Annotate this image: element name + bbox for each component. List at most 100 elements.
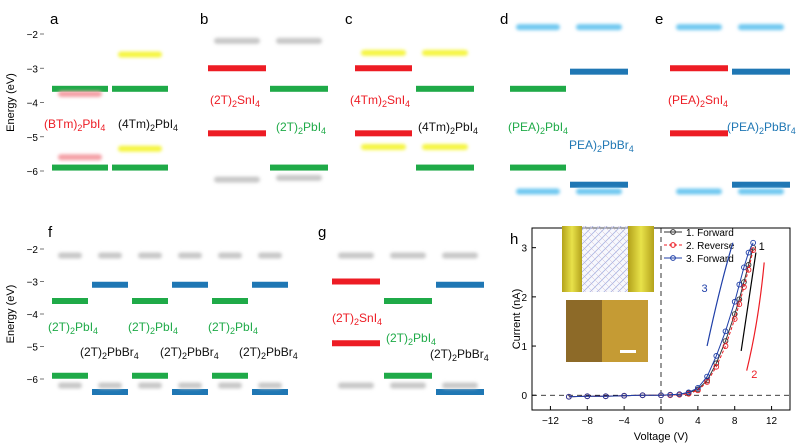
y-tick-label: −5: [27, 133, 39, 144]
y-tick-label: −3: [27, 64, 39, 75]
y-tick-label: 2: [521, 293, 527, 304]
material-label: (BTm)2PbI4: [44, 117, 105, 133]
label-part: (PEA): [668, 93, 700, 107]
label-part: (2T): [239, 345, 261, 359]
band-edge-level: [92, 389, 128, 395]
orbital-level: [258, 252, 282, 259]
orbital-level: [214, 176, 260, 183]
label-part: (2T): [80, 345, 102, 359]
label-part: (2T): [48, 320, 70, 334]
orbital-level: [361, 49, 406, 56]
material-label: (4Tm)2PbI4: [418, 120, 478, 136]
x-tick-label: −4: [618, 416, 630, 427]
x-tick-label: −8: [582, 416, 594, 427]
band-edge-level: [570, 68, 628, 75]
orbital-level: [58, 382, 82, 389]
panel-c: c(4Tm)2SnI4(4Tm)2PbI4: [345, 11, 478, 171]
data-point: [750, 247, 756, 253]
band-edge-level: [252, 389, 288, 395]
data-point: [658, 392, 664, 399]
material-label: (PEA)2PbBr4: [727, 120, 796, 136]
orbital-level: [390, 252, 426, 259]
legend-label: 2. Reverse: [686, 241, 735, 252]
orbital-level: [738, 24, 784, 31]
material-label: (2T)2PbBr4: [80, 345, 139, 361]
panel-label: f: [48, 224, 53, 241]
data-point: [695, 385, 701, 391]
orbital-level: [58, 154, 102, 161]
orbital-level: [98, 382, 122, 389]
orbital-level: [516, 188, 560, 195]
subscript: 2: [77, 123, 82, 133]
subscript: 4: [431, 337, 436, 347]
subscript: 2: [230, 326, 235, 336]
legend-label: 3. Forward: [686, 254, 734, 265]
subscript: 2: [354, 317, 359, 327]
label-part: PbI: [235, 320, 253, 334]
data-point: [676, 391, 683, 398]
subscript: 4: [484, 353, 489, 363]
data-point: [731, 298, 738, 305]
subscript: 4: [629, 144, 634, 154]
legend-label: 1. Forward: [686, 228, 734, 239]
data-point: [745, 249, 752, 256]
micrograph-dark-region: [566, 300, 602, 362]
label-part: (4Tm): [418, 120, 450, 134]
orbital-level: [276, 174, 322, 181]
data-point: [602, 393, 609, 400]
orbital-level: [276, 37, 322, 44]
panel-b: b(2T)2SnI4(2T)2PbI4: [200, 11, 328, 183]
label-part: (4Tm): [118, 117, 150, 131]
band-edge-level: [52, 85, 108, 92]
y-axis-label: Current (nA): [511, 289, 523, 350]
label-part: (4Tm): [350, 93, 382, 107]
label-part: PbBr: [187, 345, 214, 359]
y-tick-label: −2: [27, 245, 39, 256]
orbital-level: [138, 382, 162, 389]
label-part: SnI: [359, 311, 377, 325]
data-point: [713, 363, 720, 370]
subscript: 2: [452, 353, 457, 363]
data-point: [639, 392, 646, 399]
band-edge-level: [270, 85, 328, 92]
band-edge-level: [355, 65, 412, 72]
panel-g: g(2T)2SnI4(2T)2PbI4(2T)2PbBr4: [318, 224, 489, 395]
data-point: [745, 266, 752, 273]
orbital-level: [338, 252, 374, 259]
band-edge-level: [732, 68, 790, 75]
data-point: [722, 343, 729, 349]
panel-label: h: [510, 231, 518, 248]
y-tick-label: 3: [521, 244, 527, 255]
label-part: PbI: [413, 331, 431, 345]
data-point: [731, 316, 738, 322]
subscript: 4: [791, 126, 796, 136]
subscript: 4: [100, 123, 105, 133]
data-point: [713, 353, 720, 359]
orbital-level: [214, 37, 260, 44]
arrow-2: [746, 262, 765, 371]
material-label: (2T)2PbI4: [276, 120, 326, 136]
y-tick-label: 0: [521, 391, 527, 402]
panel-label: b: [200, 11, 208, 28]
legend-marker: [670, 255, 676, 261]
subscript: 2: [597, 144, 602, 154]
subscript: 4: [377, 317, 382, 327]
subscript: 2: [759, 126, 764, 136]
band-edge-level: [52, 164, 108, 171]
x-tick-label: −12: [542, 416, 559, 427]
band-edge-level: [436, 389, 484, 395]
panel-label: d: [500, 11, 508, 28]
band-edge-level: [112, 164, 168, 171]
subscript: 2: [408, 337, 413, 347]
y-tick-label: −6: [27, 375, 39, 386]
subscript: 4: [473, 126, 478, 136]
band-edge-level: [416, 85, 474, 92]
band-edge-level: [332, 340, 380, 347]
x-tick-label: 8: [732, 416, 738, 427]
data-point: [736, 281, 743, 288]
orbital-level: [338, 382, 374, 389]
orbital-level: [118, 51, 162, 58]
subscript: 2: [150, 123, 155, 133]
label-part: PbI: [75, 320, 93, 334]
